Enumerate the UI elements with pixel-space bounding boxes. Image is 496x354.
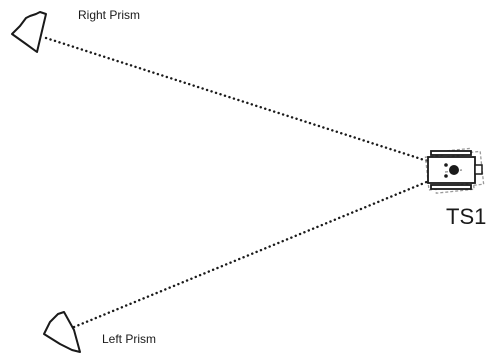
right-prism-icon: [11, 11, 47, 53]
sightline-right-prism: [44, 36, 448, 169]
left-prism-label: Left Prism: [102, 332, 157, 346]
left-prism-icon: [43, 311, 81, 353]
right-prism-label: Right Prism: [78, 8, 141, 22]
sightline-left-prism: [72, 172, 448, 329]
total-station-icon: [424, 147, 485, 194]
station-label: TS1: [446, 204, 487, 229]
